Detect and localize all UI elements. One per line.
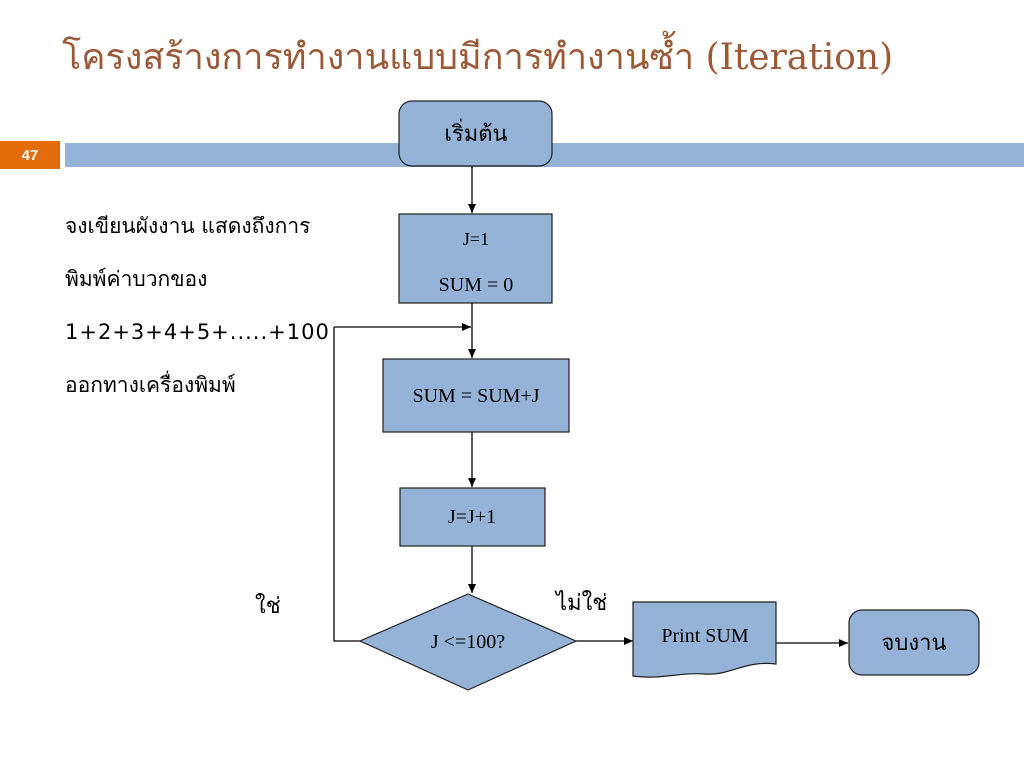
yes-label: ใช่ — [255, 593, 281, 619]
no-label: ไม่ใช่ — [554, 590, 607, 616]
init-node — [398, 213, 553, 304]
decision-node — [358, 593, 578, 691]
instruction-line-2: พิมพ์ค่าบวกของ — [65, 267, 208, 291]
increment-node — [399, 487, 546, 547]
increment-label: J=J+1 — [448, 506, 496, 528]
end-label: จบงาน — [882, 631, 947, 656]
instructions: จงเขียนผังงาน แสดงถึงการ พิมพ์ค่าบวกของ … — [65, 200, 330, 412]
end-node — [848, 609, 980, 676]
instruction-line-4: ออกทางเครื่องพิมพ์ — [65, 373, 236, 397]
connector-yes-loop — [333, 327, 360, 642]
output-label: Print SUM — [661, 625, 748, 647]
accumulate-node — [382, 358, 570, 433]
page-number-badge: 47 — [0, 141, 60, 169]
init-label-sum: SUM = 0 — [439, 274, 514, 296]
output-node — [632, 601, 777, 678]
instruction-formula: 1+2+3+4+5+.....+100 — [65, 320, 330, 344]
init-label-j: J=1 — [463, 229, 489, 249]
instruction-line-1: จงเขียนผังงาน แสดงถึงการ — [65, 214, 311, 238]
decision-label: J <=100? — [431, 631, 505, 653]
start-node — [398, 100, 553, 167]
start-label: เริ่มต้น — [444, 118, 507, 147]
slide-title: โครงสร้างการทำงานแบบมีการทำงานซ้ำ (Itera… — [62, 37, 894, 78]
accumulate-label: SUM = SUM+J — [412, 385, 539, 407]
